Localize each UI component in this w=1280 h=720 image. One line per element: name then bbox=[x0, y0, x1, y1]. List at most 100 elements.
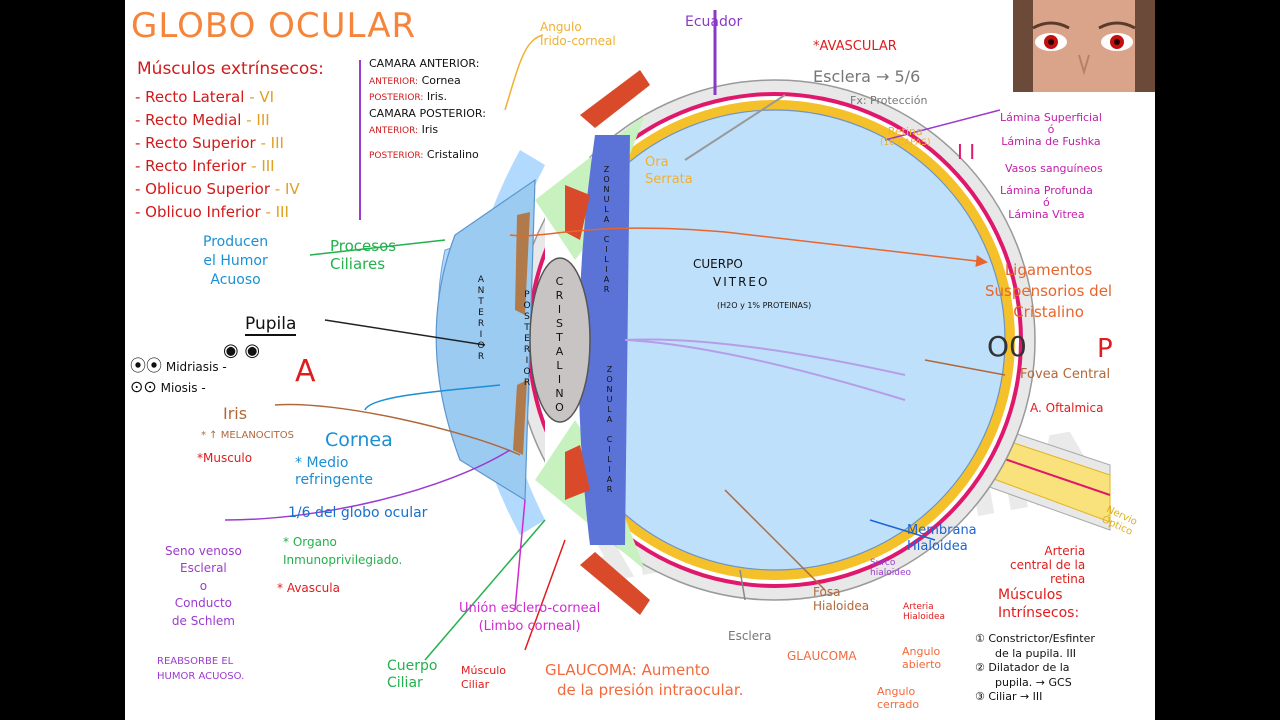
esclera-label: Esclera → 5/6 bbox=[813, 67, 921, 86]
camara-anterior-p: POSTERIOR: Iris. bbox=[369, 89, 486, 106]
muscle-name: - Recto Medial bbox=[135, 111, 242, 129]
value: Cristalino bbox=[426, 147, 479, 161]
line: CUERPO bbox=[693, 257, 743, 271]
cuerpo-vitreo-label: CUERPO VITREO bbox=[693, 255, 769, 291]
procesos-label: Procesos Ciliares bbox=[330, 237, 396, 273]
membrana-label: Membrana Hialoidea bbox=[907, 523, 977, 554]
muscle-name: - Oblicuo Superior bbox=[135, 180, 270, 198]
muscle-row: - Recto Medial - III bbox=[135, 111, 300, 134]
line-retina bbox=[884, 109, 1001, 141]
line: hialoideo bbox=[870, 568, 911, 579]
line: Escleral bbox=[180, 561, 227, 576]
posterior-vertical: POSTERIOR bbox=[522, 290, 532, 389]
line-ligamentos bbox=[509, 227, 988, 267]
line-cuerpo-ciliar bbox=[424, 519, 546, 661]
list-item: pupila. → GCS bbox=[995, 675, 1072, 689]
muscle-nerve: - III bbox=[265, 203, 289, 221]
fosa-label: Fosa Hialoidea bbox=[813, 585, 869, 614]
line: Retina bbox=[887, 125, 923, 138]
angulo-ic-label: Angulo Irido-corneal bbox=[540, 20, 616, 49]
line: Conducto bbox=[174, 596, 232, 611]
cornea-medio: * Medio refringente bbox=[295, 455, 373, 489]
line: o bbox=[199, 578, 208, 593]
line: Producen bbox=[203, 234, 269, 250]
key: POSTERIOR: bbox=[369, 150, 424, 161]
value: Iris. bbox=[426, 90, 447, 103]
eyeball-diagram: ANATOMIA bbox=[224, 10, 1111, 661]
line: Ligamentos bbox=[1004, 261, 1093, 279]
camaras-block: CAMARA ANTERIOR: ANTERIOR: Cornea POSTER… bbox=[369, 56, 486, 163]
line: ó bbox=[1043, 196, 1050, 210]
reabsorbe-label: REABSORBE EL HUMOR ACUOSO. bbox=[157, 654, 244, 684]
line: (Limbo corneal) bbox=[478, 619, 581, 635]
line: Ciliar bbox=[387, 674, 423, 691]
midriasis-label: Midriasis - bbox=[165, 360, 227, 374]
muscle-nerve: - VI bbox=[249, 88, 275, 106]
glaucoma-small-label: GLAUCOMA bbox=[787, 649, 857, 663]
arteria-central-label: Arteria central de la retina bbox=[1010, 544, 1086, 586]
pupil-dilated-icon: ◉ ◉ bbox=[223, 340, 261, 361]
hyaloid-canal-2 bbox=[624, 338, 906, 376]
line: Lámina Profunda bbox=[1000, 184, 1093, 197]
line: Angulo bbox=[540, 20, 582, 34]
iris-bottom bbox=[513, 380, 527, 455]
line: Hialoidea bbox=[907, 538, 968, 554]
line-esclera-bottom bbox=[739, 569, 746, 601]
lens-shape-icons: O0 bbox=[987, 330, 1027, 363]
pupil-icons: ◉ ◉ bbox=[223, 340, 260, 361]
muscle-nerve: - III bbox=[251, 157, 275, 175]
ciliary-muscle-top bbox=[565, 185, 590, 240]
list-item: ① Constrictor/Esfinter bbox=[975, 632, 1095, 645]
intrinsecos-heading: Músculos Intrínsecos: bbox=[998, 586, 1079, 622]
line: Lámina Vitrea bbox=[1008, 208, 1085, 222]
union-label: Unión esclero-corneal (Limbo corneal) bbox=[459, 600, 600, 636]
lamina-prof-label: Lámina Profunda ó Lámina Vitrea bbox=[1000, 184, 1093, 222]
line: Angulo bbox=[902, 645, 941, 658]
muscle-nerve: - III bbox=[246, 111, 270, 129]
iris-label: Iris bbox=[223, 404, 248, 423]
rectus-muscle-top bbox=[580, 70, 650, 128]
line: Procesos bbox=[330, 237, 397, 255]
line: Inmunoprivilegiado. bbox=[283, 553, 403, 567]
cornea-front bbox=[435, 178, 536, 502]
letter-p: P bbox=[1097, 334, 1113, 364]
line: Arteria bbox=[1044, 544, 1086, 558]
muscle-row: - Recto Superior - III bbox=[135, 134, 300, 157]
line-fovea bbox=[924, 359, 1006, 376]
line-union bbox=[514, 499, 526, 611]
line: el Humor bbox=[203, 252, 268, 269]
line: Intrínsecos: bbox=[998, 605, 1080, 622]
glaucoma-big-label: GLAUCOMA: Aumento de la presión intraocu… bbox=[545, 660, 743, 701]
line: Ciliares bbox=[330, 255, 386, 273]
line: abierto bbox=[902, 658, 942, 672]
intrinsecos-list: ① Constrictor/Esfinter de la pupila. III… bbox=[975, 632, 1095, 705]
line-procesos bbox=[309, 239, 446, 256]
line: Ora bbox=[645, 155, 669, 170]
line: refringente bbox=[295, 471, 373, 488]
muscles-bracket bbox=[353, 60, 361, 220]
line: Unión esclero-corneal bbox=[459, 601, 601, 616]
muscle-row: - Recto Inferior - III bbox=[135, 157, 300, 180]
miosis-row: ⊙⊙ Miosis - bbox=[130, 377, 206, 396]
line: Cristalino bbox=[1013, 303, 1084, 321]
line: cerrado bbox=[877, 698, 920, 712]
line: Surco bbox=[870, 558, 896, 568]
line: Lámina Superficial bbox=[1000, 111, 1102, 124]
line: Ciliar bbox=[461, 678, 490, 692]
producen-label: Producen el Humor Acuoso bbox=[203, 233, 268, 290]
muscles-heading: Músculos extrínsecos: bbox=[137, 59, 324, 79]
line-pupila bbox=[324, 319, 486, 346]
anterior-vertical: ANTERIOR bbox=[476, 275, 486, 363]
zonula-ciliar bbox=[578, 135, 630, 545]
midriasis-row: ⦿⦿ Midriasis - bbox=[130, 352, 227, 376]
vitreo-sub: (H2O y 1% PROTEINAS) bbox=[717, 301, 812, 310]
line-musculo-ciliar bbox=[524, 539, 566, 651]
line: Irido-corneal bbox=[540, 34, 616, 49]
cristalino-vertical: CRISTALINO bbox=[553, 275, 566, 415]
line: GLAUCOMA: Aumento bbox=[545, 661, 710, 679]
fovea-label: Fovea Central bbox=[1020, 367, 1111, 382]
melanocitos-label: * ↑ MELANOCITOS bbox=[201, 430, 294, 441]
muscle-row: - Oblicuo Superior - IV bbox=[135, 180, 300, 203]
list-item: ③ Ciliar → III bbox=[975, 690, 1043, 704]
